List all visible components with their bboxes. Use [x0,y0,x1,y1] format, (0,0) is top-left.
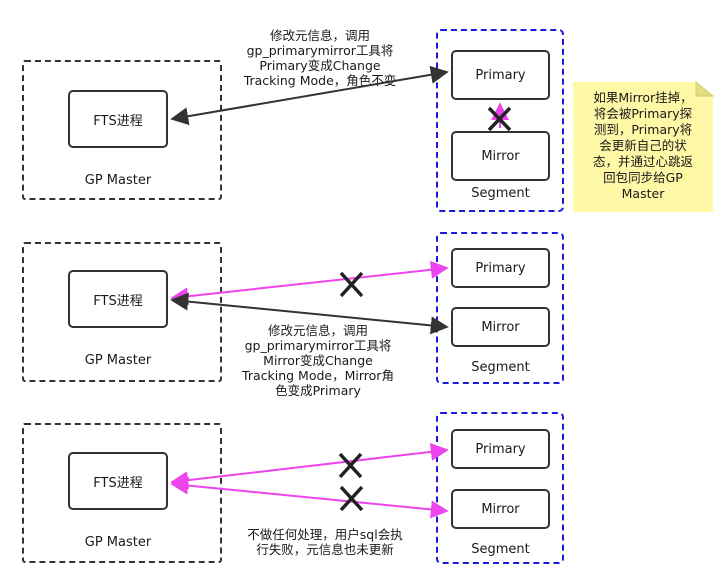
annotation-line: 色变成Primary [275,383,361,398]
master-primary-heartbeat-arrow-3 [170,442,449,490]
primary-label: Primary [475,67,526,83]
fts-process-node-1: FTS进程 [68,90,168,148]
segment-caption-2: Segment [471,360,530,375]
gp-master-caption-3: GP Master [84,535,152,550]
segment-caption-3: Segment [471,542,530,557]
annotation-line: 不做任何处理，用户sql会执 [247,527,403,542]
annotation-line: 行失败，元信息也未更新 [256,542,394,557]
fts-process-label: FTS进程 [93,113,143,129]
fts-process-label: FTS进程 [93,293,143,309]
master-primary-failure-mark-3 [338,452,363,479]
annotation-line: gp_primarymirror工具将 [244,338,392,353]
segment-caption-1: Segment [471,186,530,201]
gp-master-caption-1: GP Master [84,173,152,188]
primary-label: Primary [475,441,526,457]
master-primary-control-arrow [170,65,449,126]
mirror-label: Mirror [481,319,520,335]
note-line: 将会被Primary探 [593,106,693,121]
mirror-label: Mirror [481,148,520,164]
mirror-node-2: Mirror [451,307,550,347]
master-mirror-failure-mark-3 [339,485,364,512]
gp-master-caption-2: GP Master [84,353,152,368]
note-line: 会更新自己的状 [599,138,687,153]
mirror-failure-note [573,82,713,212]
master-primary-failure-mark [339,271,364,298]
primary-node-2: Primary [451,248,550,288]
note-line: 如果Mirror挂掉， [593,90,693,105]
note-line: 测到，Primary将 [593,122,693,137]
note-line: 态，并通过心跳返 [592,154,693,169]
primary-node-3: Primary [451,429,550,469]
master-mirror-control-arrow [170,292,449,335]
annotation-line: Mirror变成Change [263,353,373,368]
primary-label: Primary [475,260,526,276]
note-line: Master [621,186,665,201]
mirror-node-1: Mirror [451,131,550,181]
fts-process-node-3: FTS进程 [68,452,168,510]
master-primary-heartbeat-arrow [170,260,449,306]
annotation-3: 不做任何处理，用户sql会执 行失败，元信息也未更新 [220,527,430,557]
note-text: 如果Mirror挂掉， 将会被Primary探 测到，Primary将 会更新自… [578,90,708,202]
mirror-node-3: Mirror [451,489,550,529]
primary-node-1: Primary [451,50,550,100]
master-mirror-heartbeat-arrow-3 [170,476,449,519]
mirror-label: Mirror [481,501,520,517]
primary-mirror-failure-mark [487,106,512,132]
fts-process-node-2: FTS进程 [68,270,168,328]
fts-process-label: FTS进程 [93,475,143,491]
note-line: 回包同步给GP [603,170,683,185]
annotation-line: gp_primarymirror工具将 [246,43,394,58]
annotation-line: Tracking Mode，Mirror角 [242,368,394,383]
gp-master-box-1 [22,60,222,200]
annotation-line: 修改元信息，调用 [269,28,370,43]
